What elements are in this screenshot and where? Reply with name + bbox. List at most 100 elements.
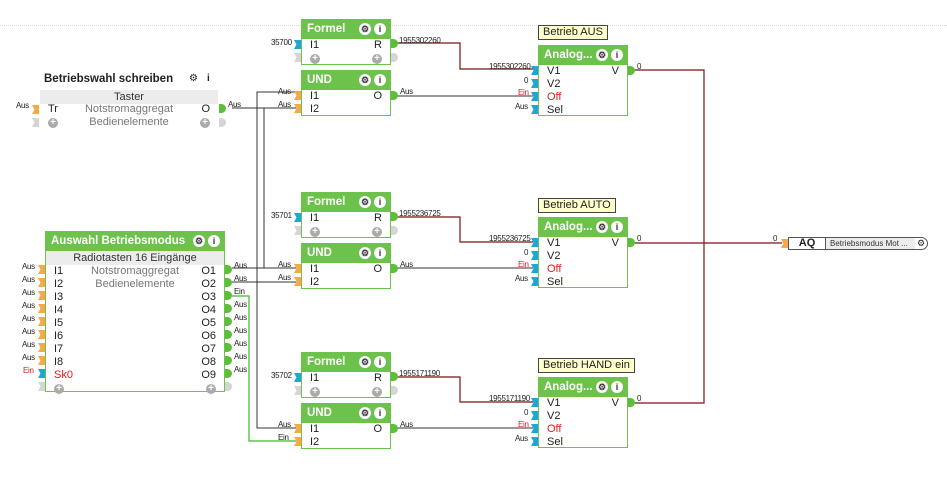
info-icon[interactable]: i [374, 196, 386, 208]
analog-pin-sel[interactable] [531, 437, 538, 446]
auswahl-pin-out[interactable] [225, 330, 232, 339]
auswahl-pin-in[interactable] [38, 265, 45, 274]
analog-pin-out[interactable] [628, 398, 635, 407]
auswahl-pin-in[interactable] [38, 356, 45, 365]
gear-icon[interactable]: ⚙ [359, 74, 371, 86]
add-input-icon[interactable]: + [310, 387, 320, 397]
auswahl-pin-out[interactable] [225, 265, 232, 274]
auswahl-pin-out[interactable] [225, 343, 232, 352]
und-pin-in-1[interactable] [294, 91, 301, 100]
auswahl-pin-in[interactable] [38, 317, 45, 326]
gear-icon[interactable]: ⚙ [359, 407, 371, 419]
auswahl-pin-in[interactable] [38, 330, 45, 339]
info-icon[interactable]: i [374, 356, 386, 368]
auswahl-pin-out[interactable] [225, 278, 232, 287]
und-pin-in-2[interactable] [294, 104, 301, 113]
analog-pin-off[interactable] [531, 424, 538, 433]
formel-pin-in[interactable] [294, 373, 301, 382]
formel-pin-in[interactable] [294, 213, 301, 222]
info-icon[interactable]: i [374, 74, 386, 86]
formel-pin-add-out[interactable] [391, 53, 398, 62]
analog-pin-off[interactable] [531, 92, 538, 101]
und-pin-in-1[interactable] [294, 424, 301, 433]
add-input-icon[interactable]: + [48, 118, 58, 128]
und-pin-in-2[interactable] [294, 277, 301, 286]
info-icon[interactable]: i [374, 247, 386, 259]
taster-pin-o[interactable] [219, 104, 226, 113]
auswahl-pin-out[interactable] [225, 317, 232, 326]
auswahl-pin-in[interactable] [38, 369, 45, 378]
auswahl-pin-add-out[interactable] [225, 382, 232, 391]
info-icon[interactable]: i [611, 49, 623, 61]
gear-icon[interactable]: ⚙ [596, 381, 608, 393]
analog-pin-out[interactable] [628, 238, 635, 247]
block-comment[interactable]: Betrieb HAND ein [538, 358, 635, 373]
analog-pin-v2[interactable] [531, 251, 538, 260]
auswahl-pin-add[interactable] [38, 382, 45, 391]
formel-pin-add-out[interactable] [391, 386, 398, 395]
taster-pin-add-out[interactable] [219, 118, 226, 127]
auswahl-pin-in[interactable] [38, 291, 45, 300]
add-output-icon[interactable]: + [372, 227, 382, 237]
auswahl-pin-out[interactable] [225, 304, 232, 313]
und-pin-in-1[interactable] [294, 264, 301, 273]
add-input-icon[interactable]: + [310, 54, 320, 64]
add-input-icon[interactable]: + [54, 384, 64, 394]
analog-pin-v1[interactable] [531, 66, 538, 75]
auswahl-pin-out[interactable] [225, 369, 232, 378]
analog-pin-v2[interactable] [531, 411, 538, 420]
analog-pin-v1[interactable] [531, 238, 538, 247]
formel-pin-in[interactable] [294, 40, 301, 49]
add-output-icon[interactable]: + [372, 387, 382, 397]
gear-icon[interactable]: ⚙ [359, 356, 371, 368]
gear-icon[interactable]: ⚙ [359, 196, 371, 208]
aq-pin-in[interactable] [781, 239, 788, 248]
add-output-icon[interactable]: + [206, 384, 216, 394]
info-icon[interactable]: i [611, 221, 623, 233]
gear-icon[interactable]: ⚙ [596, 49, 608, 61]
taster-pin-add[interactable] [32, 118, 39, 127]
formel-pin-out[interactable] [391, 212, 398, 221]
analog-pin-v1[interactable] [531, 398, 538, 407]
und-pin-out[interactable] [391, 264, 398, 273]
block-comment[interactable]: Betrieb AUS [538, 25, 608, 40]
analog-pin-v2[interactable] [531, 79, 538, 88]
gear-icon[interactable]: ⚙ [359, 247, 371, 259]
gear-icon[interactable]: ⚙ [916, 238, 926, 248]
add-input-icon[interactable]: + [310, 227, 320, 237]
auswahl-block[interactable]: Auswahl Betriebsmodus ⚙i Radiotasten 16 … [45, 231, 225, 394]
aq-output-block[interactable]: AQ Betriebsmodus Mot ... ⚙ [788, 237, 928, 250]
formel-pin-add[interactable] [294, 226, 301, 235]
analog-pin-out[interactable] [628, 66, 635, 75]
gear-icon[interactable]: ⚙ [193, 235, 205, 247]
info-icon[interactable]: i [374, 23, 386, 35]
und-pin-in-2[interactable] [294, 437, 301, 446]
info-icon[interactable]: i [207, 73, 210, 84]
info-icon[interactable]: i [208, 235, 220, 247]
analog-pin-sel[interactable] [531, 277, 538, 286]
analog-pin-sel[interactable] [531, 105, 538, 114]
gear-icon[interactable]: ⚙ [596, 221, 608, 233]
formel-pin-add[interactable] [294, 386, 301, 395]
formel-pin-out[interactable] [391, 39, 398, 48]
auswahl-pin-in[interactable] [38, 343, 45, 352]
auswahl-pin-out[interactable] [225, 291, 232, 300]
analog-pin-off[interactable] [531, 264, 538, 273]
add-output-icon[interactable]: + [200, 118, 210, 128]
und-pin-out[interactable] [391, 424, 398, 433]
gear-icon[interactable]: ⚙ [189, 73, 198, 84]
und-pin-out[interactable] [391, 91, 398, 100]
formel-pin-out[interactable] [391, 372, 398, 381]
block-comment[interactable]: Betrieb AUTO [538, 198, 616, 213]
auswahl-pin-out[interactable] [225, 356, 232, 365]
gear-icon[interactable]: ⚙ [359, 23, 371, 35]
add-output-icon[interactable]: + [372, 54, 382, 64]
